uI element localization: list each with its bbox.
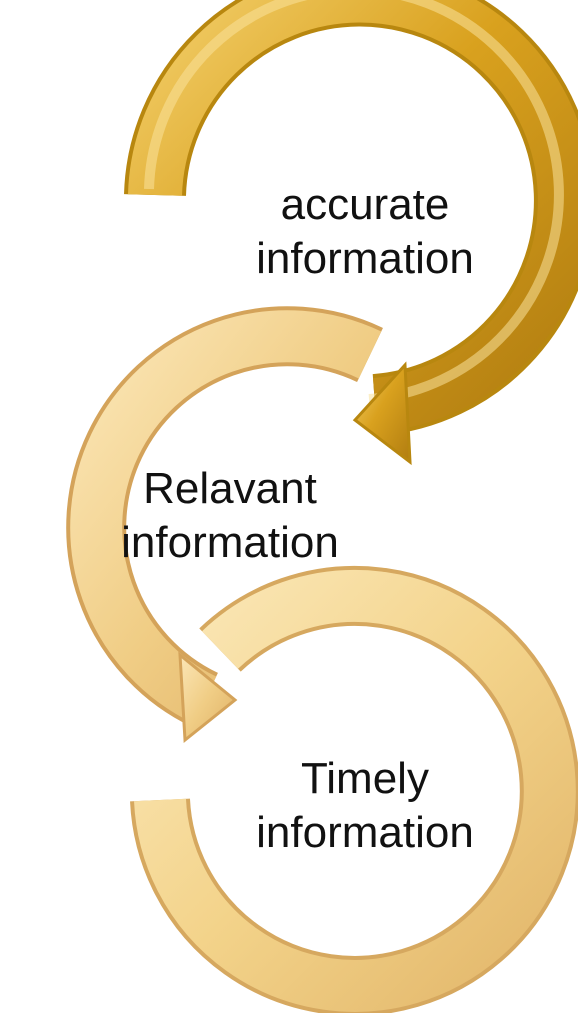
arrow-1-gold <box>124 0 578 466</box>
cycle-label-line1: Timely <box>301 754 429 803</box>
cycle-label-relavant: Relavant information <box>80 462 380 569</box>
cycle-label-timely: Timely information <box>215 752 515 859</box>
cycle-label-line1: accurate <box>280 180 450 229</box>
cycle-label-line2: information <box>121 517 339 567</box>
cycle-label-line1: Relavant <box>143 464 317 513</box>
arrow-3-light <box>130 565 578 1013</box>
cycle-label-line2: information <box>256 807 474 857</box>
cycle-label-accurate: accurate information <box>215 178 515 285</box>
arrow-2-light <box>66 306 383 743</box>
cycle-label-line2: information <box>256 233 474 283</box>
